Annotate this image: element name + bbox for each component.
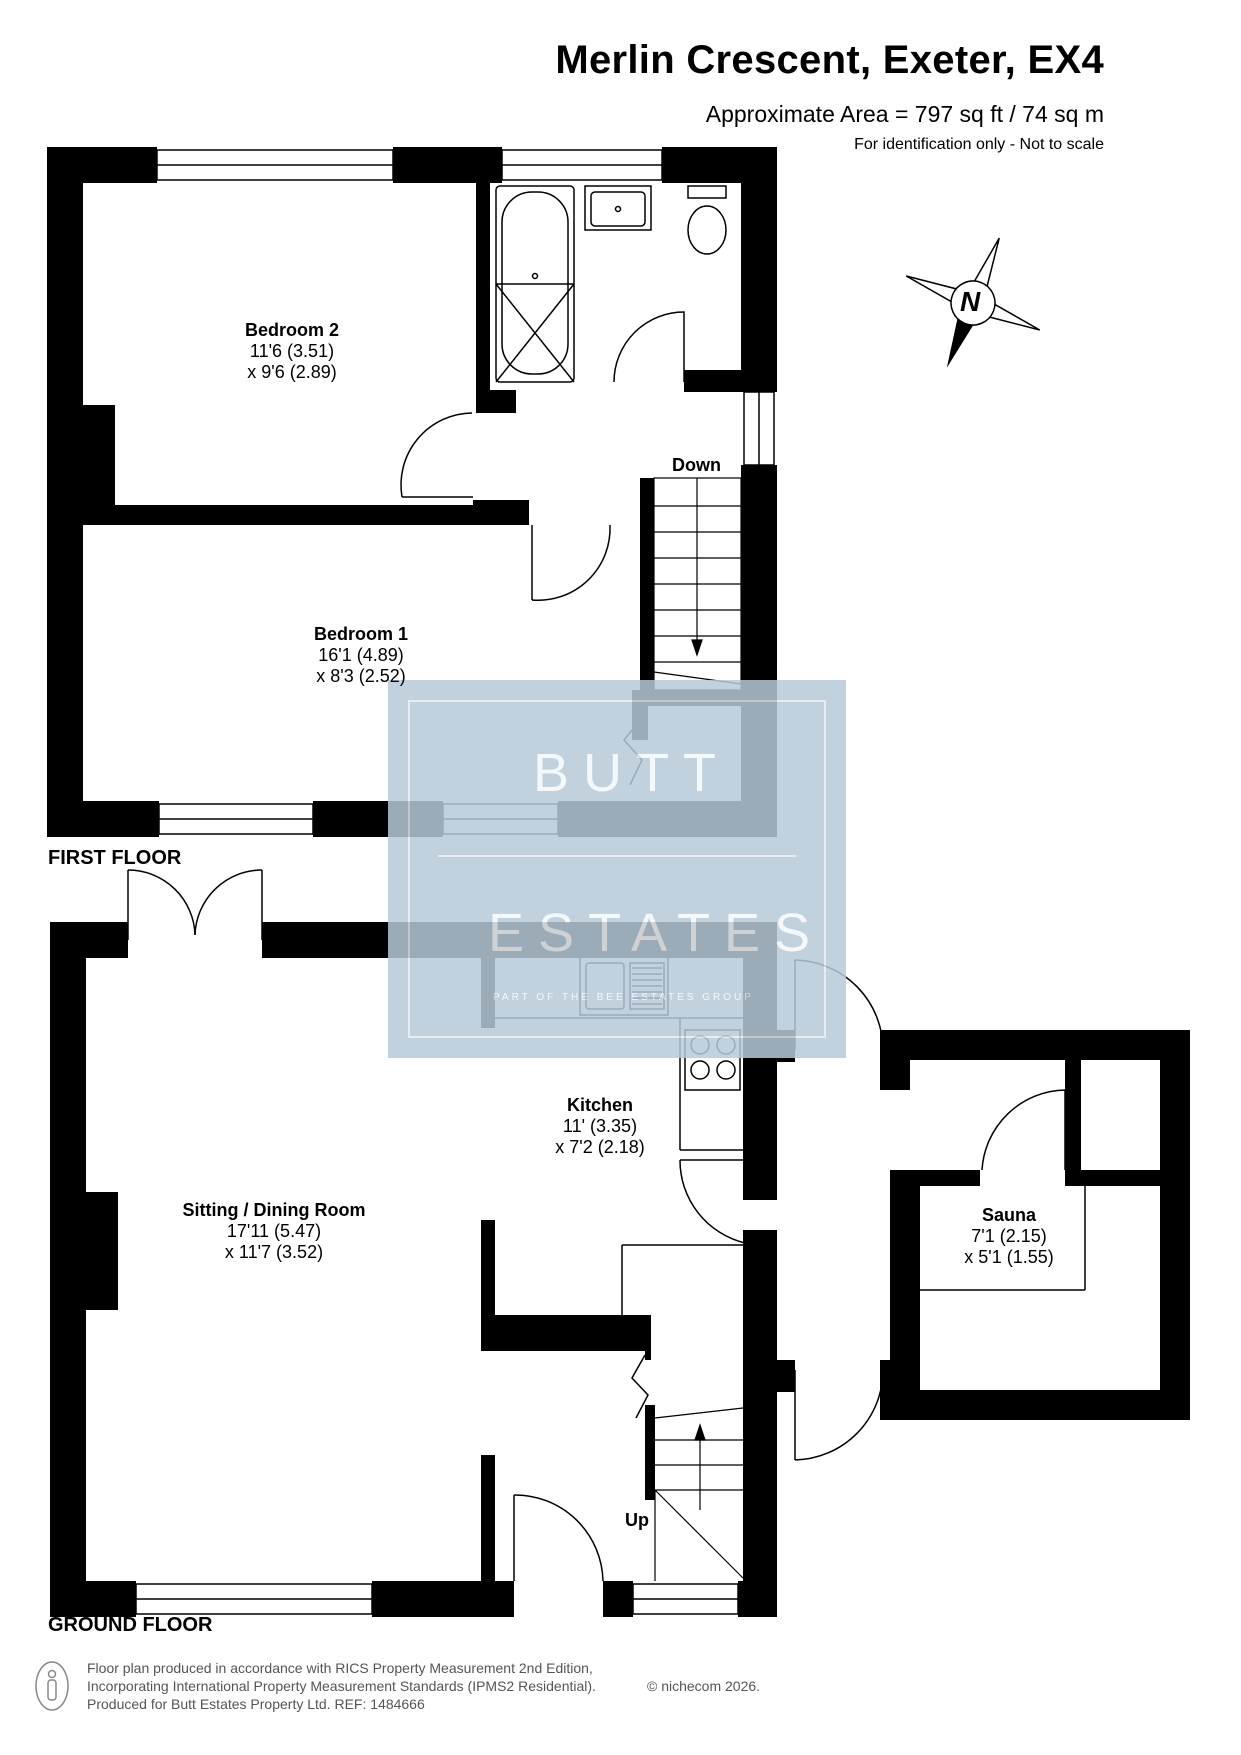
approximate-area: Approximate Area = 797 sq ft / 74 sq m <box>705 101 1104 127</box>
room-kitchen: Kitchen 11' (3.35) x 7'2 (2.18) <box>555 1095 645 1157</box>
room-bedroom-2: Bedroom 2 11'6 (3.51) x 9'6 (2.89) <box>244 320 340 382</box>
room-sauna: Sauna 7'1 (2.15) x 5'1 (1.55) <box>964 1205 1054 1267</box>
first-floor-stairs <box>653 477 742 691</box>
watermark-divider <box>438 855 796 857</box>
ground-floor-label: GROUND FLOOR <box>48 1614 213 1636</box>
sauna-walls <box>880 1030 1190 1420</box>
watermark-line1: BUTT <box>533 743 730 803</box>
footer-line-3: Produced for Butt Estates Property Ltd. … <box>87 1696 425 1712</box>
footer-line-2: Incorporating International Property Mea… <box>87 1678 596 1694</box>
ground-floor-doors <box>127 869 884 1582</box>
watermark-tagline: PART OF THE BEE ESTATES GROUP <box>493 992 754 1003</box>
room-sitting-dining: Sitting / Dining Room 17'11 (5.47) x 11'… <box>182 1200 366 1262</box>
room-bedroom-1: Bedroom 1 16'1 (4.89) x 8'3 (2.52) <box>313 624 409 686</box>
footer-notes: Floor plan produced in accordance with R… <box>87 1659 596 1713</box>
scale-note: For identification only - Not to scale <box>854 136 1104 153</box>
person-icon <box>35 1661 69 1711</box>
ground-floor-windows <box>135 1583 739 1615</box>
compass-letter: N <box>960 286 981 317</box>
ground-floor-walls <box>50 922 795 1617</box>
stairs-up-label: Up <box>625 1510 649 1530</box>
watermark: BUTT ESTATES PART OF THE BEE ESTATES GRO… <box>388 680 846 1058</box>
compass-icon <box>905 237 1041 368</box>
sauna-door <box>920 1089 1086 1291</box>
first-floor-walls <box>47 147 777 837</box>
property-title: Merlin Crescent, Exeter, EX4 <box>555 38 1104 82</box>
stairs-down-label: Down <box>672 455 721 475</box>
ground-floor-stairs <box>654 1407 744 1581</box>
copyright: © nichecom 2026. <box>647 1678 761 1694</box>
watermark-line2: ESTATES <box>488 903 825 963</box>
bathroom-fixtures <box>495 185 727 383</box>
first-floor-label: FIRST FLOOR <box>48 847 182 869</box>
footer-line-1: Floor plan produced in accordance with R… <box>87 1660 593 1676</box>
